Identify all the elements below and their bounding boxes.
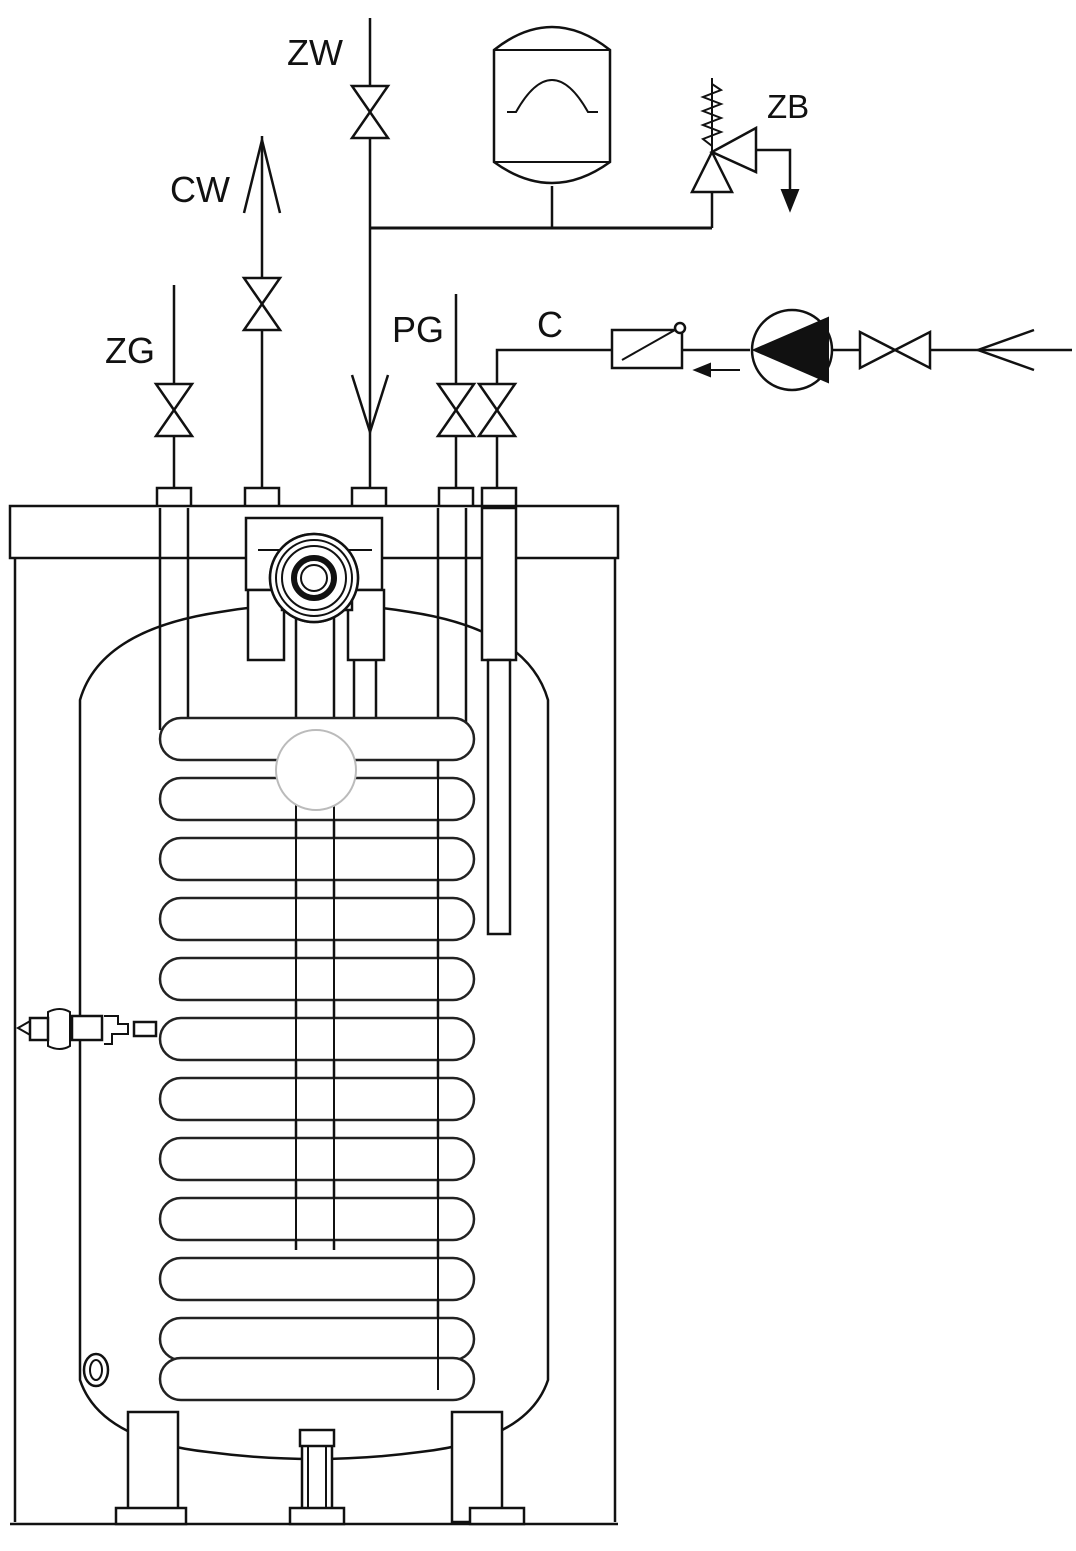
flow-arrow-icon <box>692 362 740 378</box>
gate-valve-icon <box>241 276 283 332</box>
flange-ring-4 <box>300 564 328 592</box>
anode-bulb <box>275 729 357 811</box>
cleaning-port-flange <box>268 532 360 624</box>
gate-valve-icon <box>435 382 477 438</box>
cw-outlet-line <box>241 136 283 488</box>
pg-line <box>435 294 477 488</box>
label-zb: ZB <box>767 88 809 125</box>
sensor-well <box>480 506 518 936</box>
safety-valve-icon <box>689 78 800 228</box>
gate-valve-icon <box>153 382 195 438</box>
flow-arrow-icon <box>974 328 1035 372</box>
label-zw: ZW <box>287 32 343 73</box>
gate-valve-icon <box>476 382 518 438</box>
label-zg: ZG <box>105 330 155 371</box>
label-c: C <box>537 304 563 345</box>
expansion-vessel-icon <box>492 25 612 228</box>
flow-arrow-icon <box>350 374 390 437</box>
circulation-pump-icon <box>750 308 834 392</box>
c-circulation-line <box>476 308 1072 488</box>
label-pg: PG <box>392 309 444 350</box>
zw-supply-line <box>349 18 712 488</box>
check-valve-icon <box>610 321 687 370</box>
label-cw: CW <box>170 169 230 210</box>
side-heater-fitting <box>15 1008 158 1050</box>
heat-exchanger-coil <box>158 716 476 1402</box>
gate-valve-icon <box>858 329 932 371</box>
zg-line <box>153 285 195 488</box>
bottom-drain-valve <box>298 1428 336 1508</box>
gate-valve-icon <box>349 84 391 140</box>
drain-fitting <box>82 1352 110 1388</box>
